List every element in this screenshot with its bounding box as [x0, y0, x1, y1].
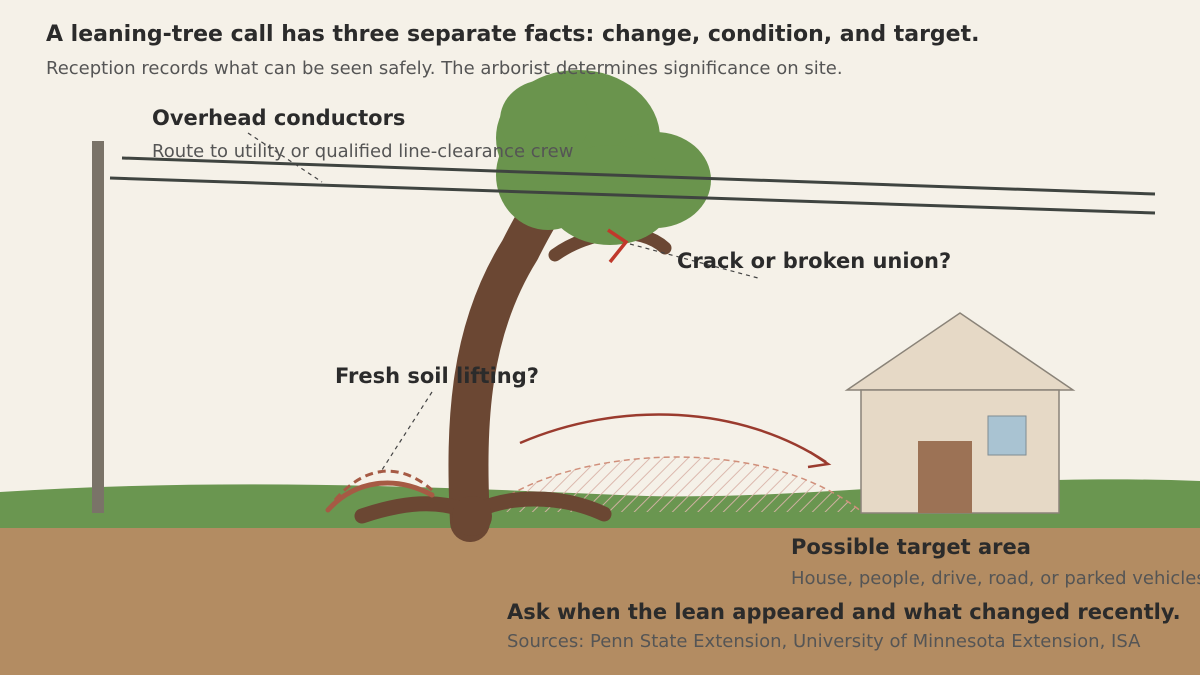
soil-lift-solid	[325, 480, 435, 513]
diagram-title: A leaning-tree call has three separate f…	[46, 22, 980, 47]
diagram-subtitle: Reception records what can be seen safel…	[46, 58, 843, 79]
label-target-area: Possible target area	[791, 535, 1031, 559]
note-target-area: House, people, drive, road, or parked ve…	[791, 568, 1200, 589]
soil-band	[0, 528, 1200, 675]
house	[844, 312, 1076, 514]
tree-roots-right	[470, 491, 612, 522]
arrow-head	[807, 450, 832, 469]
label-overhead-conductors: Overhead conductors	[152, 106, 406, 130]
sources-line: Sources: Penn State Extension, Universit…	[507, 631, 1141, 652]
tree-roots-left	[354, 496, 473, 524]
fall-direction-arrow	[519, 413, 827, 464]
target-area-outline	[484, 456, 863, 513]
soil-lift-dashed	[333, 469, 433, 501]
house-window	[987, 415, 1027, 456]
label-soil-lifting: Fresh soil lifting?	[335, 364, 539, 388]
leader-conductors	[247, 132, 323, 183]
overhead-wire-lower	[109, 176, 1156, 215]
tree-base	[452, 496, 492, 536]
tree-trunk	[448, 170, 575, 542]
house-door	[918, 441, 972, 513]
label-crack: Crack or broken union?	[677, 249, 952, 273]
leader-soil	[379, 391, 433, 474]
crack-mark-icon	[607, 228, 629, 264]
overhead-wire-upper	[121, 156, 1156, 196]
question-prompt: Ask when the lean appeared and what chan…	[507, 600, 1181, 624]
leader-crack	[629, 243, 759, 279]
utility-pole	[92, 141, 104, 513]
note-overhead-conductors: Route to utility or qualified line-clear…	[152, 141, 574, 162]
